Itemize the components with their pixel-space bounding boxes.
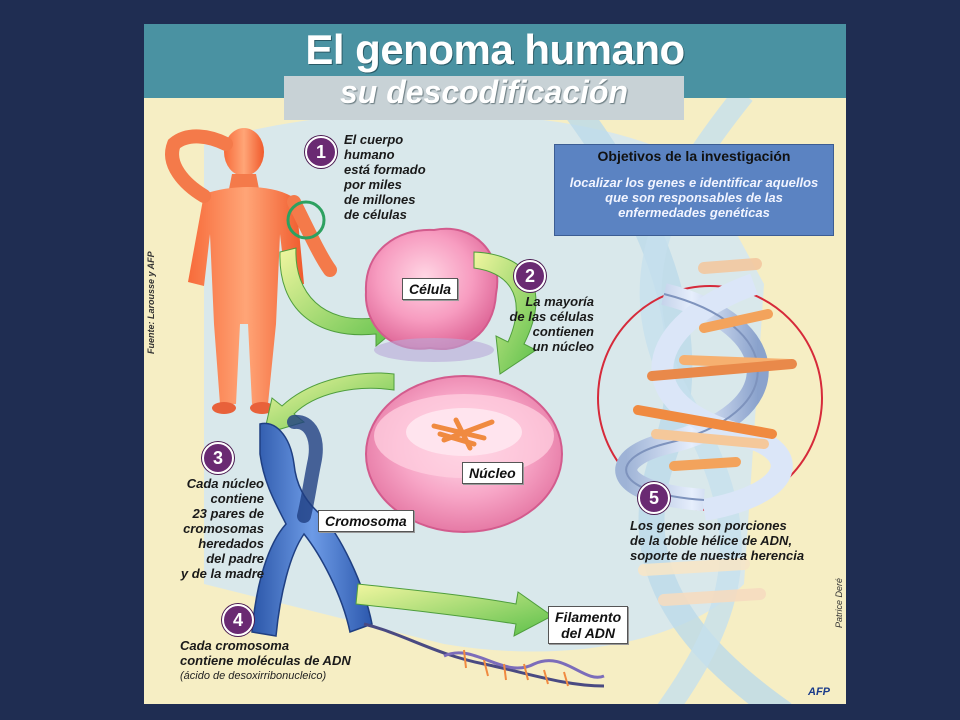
dna-helix-illustration	[597, 273, 823, 521]
step-1-badge: 1	[305, 136, 337, 168]
chromosome-illustration	[251, 414, 373, 637]
page-title: El genoma humano	[305, 26, 685, 73]
background-helix-bars	[638, 258, 766, 606]
step-5-badge: 5	[638, 482, 670, 514]
source-credit: Fuente: Larousse y AFP	[146, 251, 156, 354]
nucleus-illustration	[365, 375, 563, 533]
objectives-box: Objetivos de la investigación localizar …	[554, 144, 834, 236]
label-cell: Célula	[402, 278, 459, 300]
arrow-chromosome-to-filament	[355, 583, 553, 637]
artist-signature: Patrice Deré	[834, 577, 844, 628]
dna-filament-illustration	[363, 622, 605, 688]
agency-logo: AFP	[808, 686, 830, 698]
step-5-text: Los genes son porciones de la doble héli…	[630, 518, 805, 563]
label-chromosome: Cromosoma	[318, 510, 414, 532]
step-3-badge: 3	[202, 442, 234, 474]
objectives-text: localizar los genes e identificar aquell…	[569, 175, 819, 220]
step-4-badge: 4	[222, 604, 254, 636]
arrow-body-to-cell	[279, 247, 401, 348]
step-4-text: Cada cromosoma contiene moléculas de ADN	[180, 638, 351, 668]
step-4-note: (ácido de desoxirribonucleico)	[180, 670, 327, 682]
step-2-badge: 2	[514, 260, 546, 292]
page-subtitle: su descodificación	[339, 74, 629, 110]
illustration-layer	[165, 86, 823, 704]
human-body-illustration	[165, 128, 337, 414]
label-dna-filament: Filamento del ADN	[548, 606, 629, 644]
label-nucleus: Núcleo	[462, 462, 523, 484]
subtitle-banner	[284, 76, 684, 120]
body-zoom-circle	[286, 200, 326, 240]
infographic-poster: El genoma humano su descodificación Obje…	[144, 24, 846, 704]
objectives-title: Objetivos de la investigación	[597, 148, 791, 164]
step-2-text: La mayoría de las células contienen un n…	[509, 294, 594, 354]
step-1-text: El cuerpo humano está formado por miles …	[344, 132, 426, 222]
step-3-text: Cada núcleo contiene 23 pares de cromoso…	[180, 476, 264, 581]
